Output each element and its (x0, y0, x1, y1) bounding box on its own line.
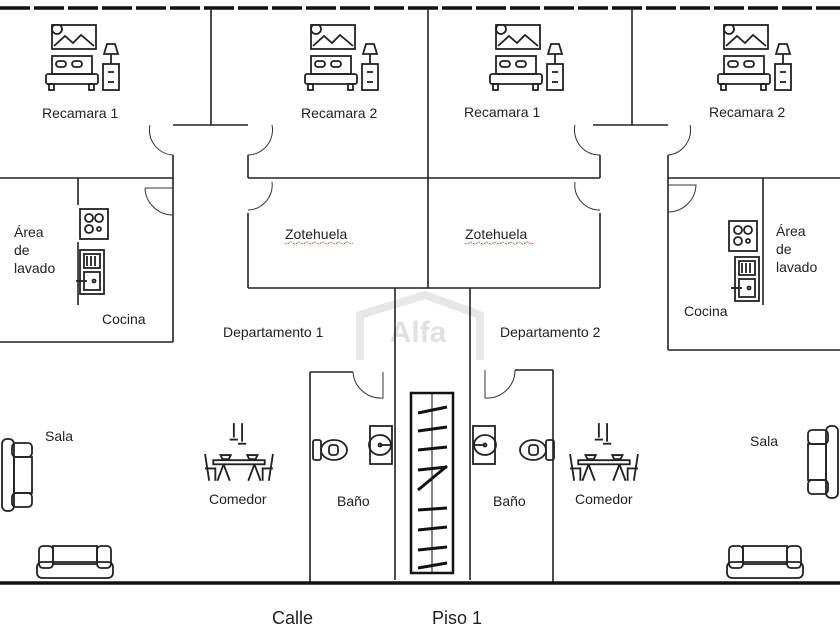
bed-icon (304, 24, 379, 91)
unit-label: Departamento 2 (500, 324, 601, 340)
dining-table-icon (204, 423, 274, 482)
room-label: Recamara 2 (709, 104, 785, 120)
toilet-icon (519, 439, 555, 461)
dining-table-icon (569, 423, 639, 482)
room-label: Recamara 1 (42, 105, 118, 121)
toilet-icon (312, 439, 348, 461)
sofa-icon (36, 545, 114, 579)
room-label: Zotehuela (285, 226, 347, 242)
sink-icon (730, 256, 760, 302)
alfa-watermark: Alfa (356, 290, 484, 360)
street-label: Calle (272, 608, 313, 628)
room-label: lavado (14, 260, 55, 276)
bed-icon (489, 24, 564, 91)
spellcheck-underline (464, 241, 534, 245)
bed-icon (45, 24, 120, 91)
room-label: Sala (45, 428, 73, 444)
room-label: Comedor (575, 491, 633, 507)
unit-1-labels: Recamara 1 Recamara 2 Zotehuela Área de … (14, 105, 377, 509)
floor-title: Piso 1 (432, 608, 482, 628)
room-label: lavado (776, 259, 817, 275)
room-label: Cocina (102, 311, 146, 327)
room-label: Cocina (684, 303, 728, 319)
room-label: Baño (493, 493, 526, 509)
room-label: Área (776, 223, 806, 239)
room-label: Recamara 1 (464, 104, 540, 120)
sofa-icon (726, 545, 804, 579)
unit-label: Departamento 1 (223, 324, 324, 340)
room-label: Recamara 2 (301, 105, 377, 121)
basin-icon (472, 425, 497, 465)
room-label: de (776, 241, 792, 257)
stove-icon (728, 220, 758, 252)
room-label: Zotehuela (465, 226, 527, 242)
sink-icon (75, 249, 105, 295)
room-label: de (14, 242, 30, 258)
svg-text:Alfa: Alfa (390, 316, 447, 349)
room-label: Área (14, 224, 44, 240)
stairs[interactable] (409, 391, 455, 575)
room-label: Comedor (209, 491, 267, 507)
spellcheck-underline (284, 241, 354, 245)
stove-icon (79, 208, 109, 240)
sofa-icon (1, 438, 33, 512)
bed-icon (717, 24, 792, 91)
basin-icon (368, 425, 393, 465)
room-label: Sala (750, 433, 778, 449)
unit-2-labels: Recamara 1 Recamara 2 Zotehuela Área de … (464, 104, 817, 509)
walls (0, 6, 840, 585)
doors (144, 124, 697, 399)
room-label: Baño (337, 493, 370, 509)
sofa-icon (807, 425, 839, 499)
